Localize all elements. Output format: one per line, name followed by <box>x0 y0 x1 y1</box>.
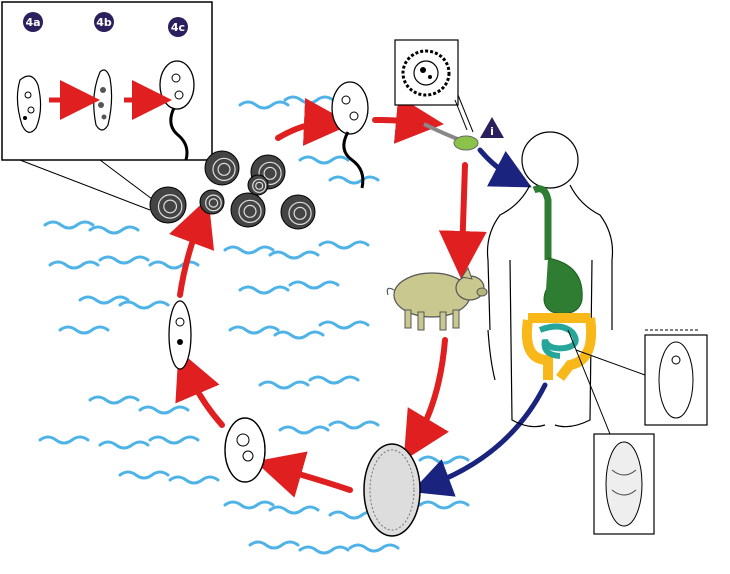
snail-cluster <box>149 150 316 230</box>
wave <box>268 505 320 515</box>
snail-icon <box>149 186 187 224</box>
wave <box>288 280 340 290</box>
wave <box>88 225 140 235</box>
wave <box>283 95 335 105</box>
wave <box>223 500 275 510</box>
miracidium-icon <box>168 300 192 370</box>
wave <box>148 260 200 270</box>
badge-4a: 4a <box>23 12 43 32</box>
free-cercaria-icon <box>331 81 369 189</box>
human-silhouette-icon <box>486 131 614 428</box>
wave <box>98 440 150 450</box>
inset-panel: 4a 4b 4c <box>1 1 213 211</box>
lifecycle-arrows <box>169 95 487 498</box>
wave <box>348 543 400 553</box>
wave <box>118 470 170 480</box>
wave <box>418 455 470 465</box>
wave <box>148 435 200 445</box>
wave <box>138 405 190 415</box>
snail-icon <box>230 192 266 228</box>
wave <box>328 175 380 185</box>
wave <box>118 300 170 310</box>
wave <box>168 475 220 485</box>
wave <box>273 330 325 340</box>
infective-stage-label: i <box>490 125 494 138</box>
wave <box>38 435 90 445</box>
wave <box>318 240 370 250</box>
wave <box>248 540 300 550</box>
snail-icon <box>199 189 225 215</box>
wave <box>78 295 130 305</box>
wave <box>298 545 350 555</box>
wave <box>238 285 290 295</box>
wave <box>238 100 290 110</box>
embryonated-egg-icon <box>224 417 266 483</box>
snail-icon <box>247 174 269 196</box>
pig-icon <box>386 266 488 331</box>
wave <box>278 425 330 435</box>
metacercaria-box <box>394 39 474 133</box>
snail-icon <box>280 194 316 230</box>
wave <box>258 380 310 390</box>
human-arrows <box>411 147 548 497</box>
wave <box>43 220 95 230</box>
wave <box>328 420 380 430</box>
wave <box>268 250 320 260</box>
badge-4b-label: 4b <box>96 16 112 29</box>
infective-stage-badge: i <box>480 117 504 138</box>
sporocyst-icon <box>16 75 42 133</box>
wave <box>223 245 275 255</box>
wave <box>308 375 360 385</box>
digestive-tract <box>522 185 596 382</box>
badge-4c: 4c <box>168 17 188 37</box>
adult-fluke-box-top <box>575 329 708 426</box>
snail-icon <box>204 150 240 186</box>
wave <box>58 325 110 335</box>
badge-4c-label: 4c <box>171 21 185 34</box>
wave <box>418 500 470 510</box>
watercress-icon <box>423 122 479 151</box>
wave <box>98 255 150 265</box>
wave <box>228 325 280 335</box>
wave <box>48 260 100 270</box>
badge-4a-label: 4a <box>25 16 40 29</box>
wave <box>318 320 370 330</box>
egg-icon <box>363 443 421 537</box>
wave <box>298 155 350 165</box>
water-waves <box>38 95 470 555</box>
badge-4b: 4b <box>94 12 114 32</box>
wave <box>88 395 140 405</box>
adult-fluke-box-bottom <box>567 329 655 535</box>
